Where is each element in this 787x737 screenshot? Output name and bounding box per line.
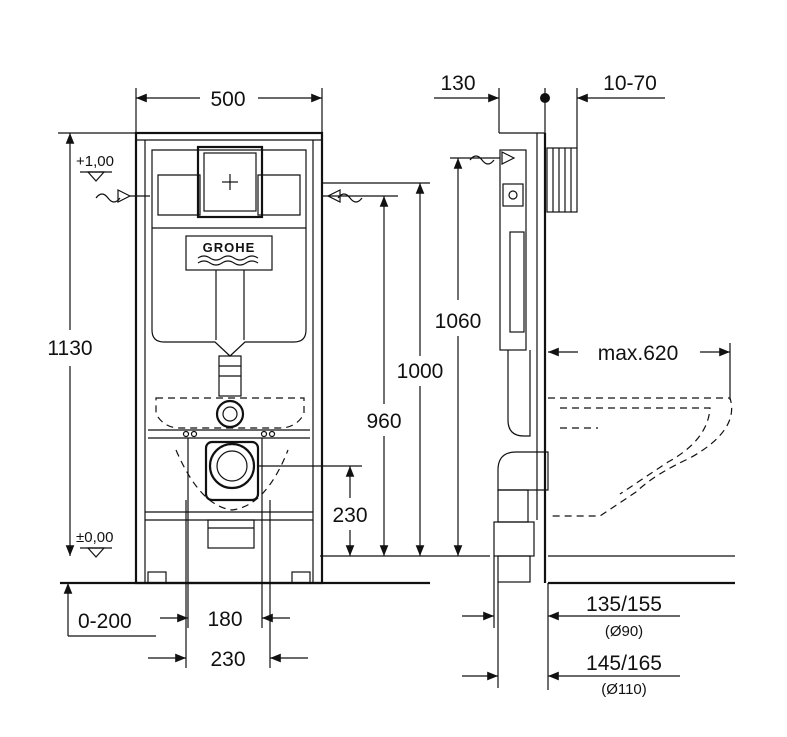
cistern: [151, 149, 307, 357]
dim-wall-range-label: 10-70: [603, 72, 657, 95]
dim-bolt-spacing-line: [160, 438, 290, 628]
dim-top-offset-line: [434, 88, 500, 133]
dim-projection-line: [548, 343, 731, 400]
floor-line: [60, 555, 735, 585]
level-floor-symbol: [80, 547, 112, 558]
brand-logo: GROHE: [203, 240, 256, 255]
dim-drain-a-label: 135/155: [586, 593, 662, 616]
flush-plate: [196, 145, 264, 219]
side-pipe: [493, 350, 549, 583]
dim-drain-label: 230: [332, 504, 367, 527]
water-inlet-left: [95, 189, 150, 203]
dim-total-line: [450, 157, 500, 556]
dim-inlet-label: 1000: [397, 360, 444, 383]
dim-drain-a-diameter: (Ø90): [605, 623, 643, 640]
level-top-symbol: [80, 171, 112, 182]
dim-foot-adjust-label: 0-200: [78, 610, 132, 633]
front-frame: [134, 131, 324, 585]
side-frame: [499, 132, 547, 583]
dim-inlet-line: [322, 182, 430, 556]
drain-assembly-front: [148, 429, 310, 549]
wall-mount: [546, 147, 578, 213]
dim-projection-label: max.620: [598, 342, 679, 365]
dim-foot-adjust-line: [63, 583, 156, 637]
level-floor-label: ±0,00: [76, 529, 113, 546]
bowl-outline-side: [548, 397, 733, 517]
dim-actuator-line: [322, 195, 398, 556]
dim-top-offset-label: 130: [440, 72, 475, 95]
dim-drain-line: [258, 465, 362, 556]
dim-total-label: 1060: [435, 310, 482, 333]
dim-height-label: 1130: [47, 337, 92, 360]
dim-width-label: 500: [210, 88, 245, 111]
dim-height-line: [58, 132, 136, 556]
level-top-label: +1,00: [76, 153, 114, 170]
dim-drain-width-label: 230: [210, 648, 245, 671]
dim-drain-b-diameter: (Ø110): [601, 681, 647, 698]
dim-drain-width-line: [148, 500, 308, 668]
dim-bolt-spacing-label: 180: [207, 608, 242, 631]
dim-wall-range-line: [540, 88, 665, 148]
dim-drain-b-line: [462, 582, 680, 688]
dim-drain-b-label: 145/165: [586, 652, 662, 675]
dim-actuator-label: 960: [366, 410, 401, 433]
bowl-outline-front: [155, 397, 305, 429]
water-inlet-side: [469, 151, 516, 165]
flush-pipe: [215, 355, 245, 429]
dim-width-line: [135, 88, 323, 133]
